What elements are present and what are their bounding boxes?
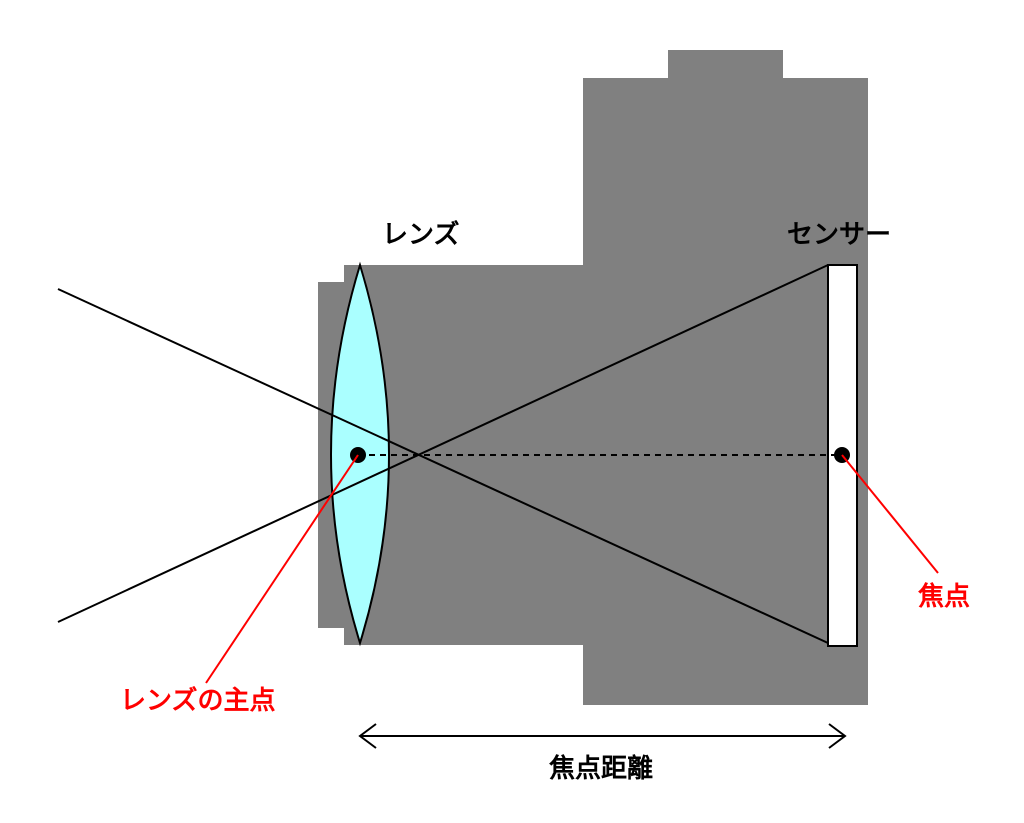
principal-point-leader [205, 454, 359, 684]
lens-label: レンズ [382, 219, 459, 250]
light-ray-lower [57, 264, 829, 623]
camera-body [318, 50, 868, 705]
viewfinder-hump [668, 50, 783, 82]
focal-length-arrow [358, 723, 847, 749]
lens-principal-point-label: レンズの主点 [120, 685, 275, 716]
sensor-label: センサー [787, 220, 891, 250]
focal-point-leader [841, 454, 939, 574]
focal-length-label: 焦点距離 [549, 753, 653, 784]
focal-point-label: 焦点 [918, 581, 970, 612]
light-ray-upper [57, 288, 829, 644]
sensor [827, 264, 858, 647]
